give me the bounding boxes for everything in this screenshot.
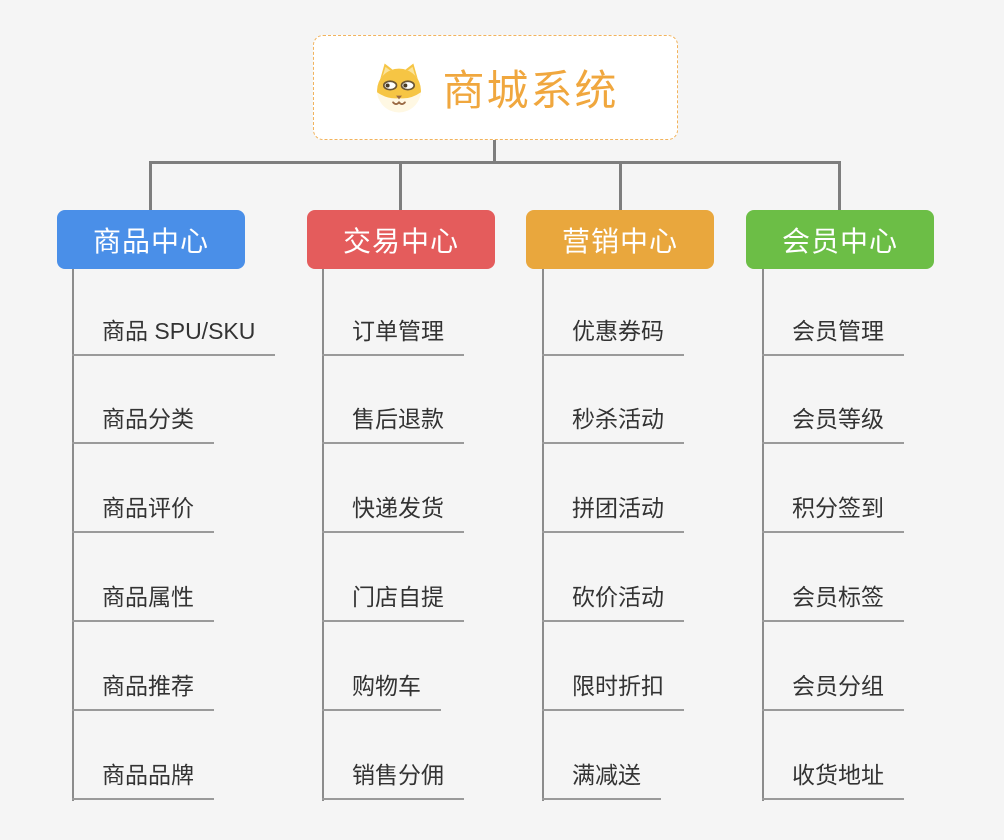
child-node[interactable]: 商品 SPU/SKU — [72, 316, 276, 356]
child-node[interactable]: 拼团活动 — [542, 493, 684, 533]
child-node[interactable]: 商品分类 — [72, 404, 214, 444]
child-node[interactable]: 商品属性 — [72, 582, 214, 622]
child-node[interactable]: 会员等级 — [762, 404, 904, 444]
root-node[interactable]: 商城系统 — [313, 35, 678, 140]
branch-line-marketing — [542, 269, 544, 801]
branch-node-products[interactable]: 商品中心 — [57, 210, 245, 269]
child-node[interactable]: 门店自提 — [322, 582, 464, 622]
child-node[interactable]: 购物车 — [322, 671, 441, 711]
child-node[interactable]: 会员标签 — [762, 582, 904, 622]
dog-face-icon — [372, 61, 426, 115]
child-node[interactable]: 积分签到 — [762, 493, 904, 533]
connector-root-stem — [493, 139, 496, 164]
branch-label: 商品中心 — [92, 225, 209, 257]
branch-line-products — [72, 269, 74, 801]
child-node[interactable]: 限时折扣 — [542, 671, 684, 711]
branch-line-trade — [322, 269, 324, 801]
child-node[interactable]: 售后退款 — [322, 404, 464, 444]
branch-node-marketing[interactable]: 营销中心 — [526, 210, 714, 269]
connector-drop-products — [149, 161, 152, 211]
root-title: 商城系统 — [442, 67, 619, 114]
child-node[interactable]: 商品推荐 — [72, 671, 214, 711]
child-node[interactable]: 商品评价 — [72, 493, 214, 533]
child-node[interactable]: 会员管理 — [762, 316, 904, 356]
child-node[interactable]: 会员分组 — [762, 671, 904, 711]
connector-drop-members — [838, 161, 841, 211]
child-node[interactable]: 满减送 — [542, 760, 661, 800]
child-node[interactable]: 秒杀活动 — [542, 404, 684, 444]
child-node[interactable]: 优惠券码 — [542, 316, 684, 356]
child-node[interactable]: 砍价活动 — [542, 582, 684, 622]
connector-drop-marketing — [619, 161, 622, 211]
branch-label: 交易中心 — [342, 225, 459, 257]
connector-drop-trade — [399, 161, 402, 211]
connector-horizontal-bar — [149, 161, 840, 164]
child-node[interactable]: 快递发货 — [322, 493, 464, 533]
child-node[interactable]: 商品品牌 — [72, 760, 214, 800]
branch-node-trade[interactable]: 交易中心 — [307, 210, 495, 269]
branch-label: 会员中心 — [781, 225, 898, 257]
child-node[interactable]: 销售分佣 — [322, 760, 464, 800]
branch-node-members[interactable]: 会员中心 — [746, 210, 934, 269]
child-node[interactable]: 订单管理 — [322, 316, 464, 356]
child-node[interactable]: 收货地址 — [762, 760, 904, 800]
branch-label: 营销中心 — [561, 225, 678, 257]
branch-line-members — [762, 269, 764, 801]
